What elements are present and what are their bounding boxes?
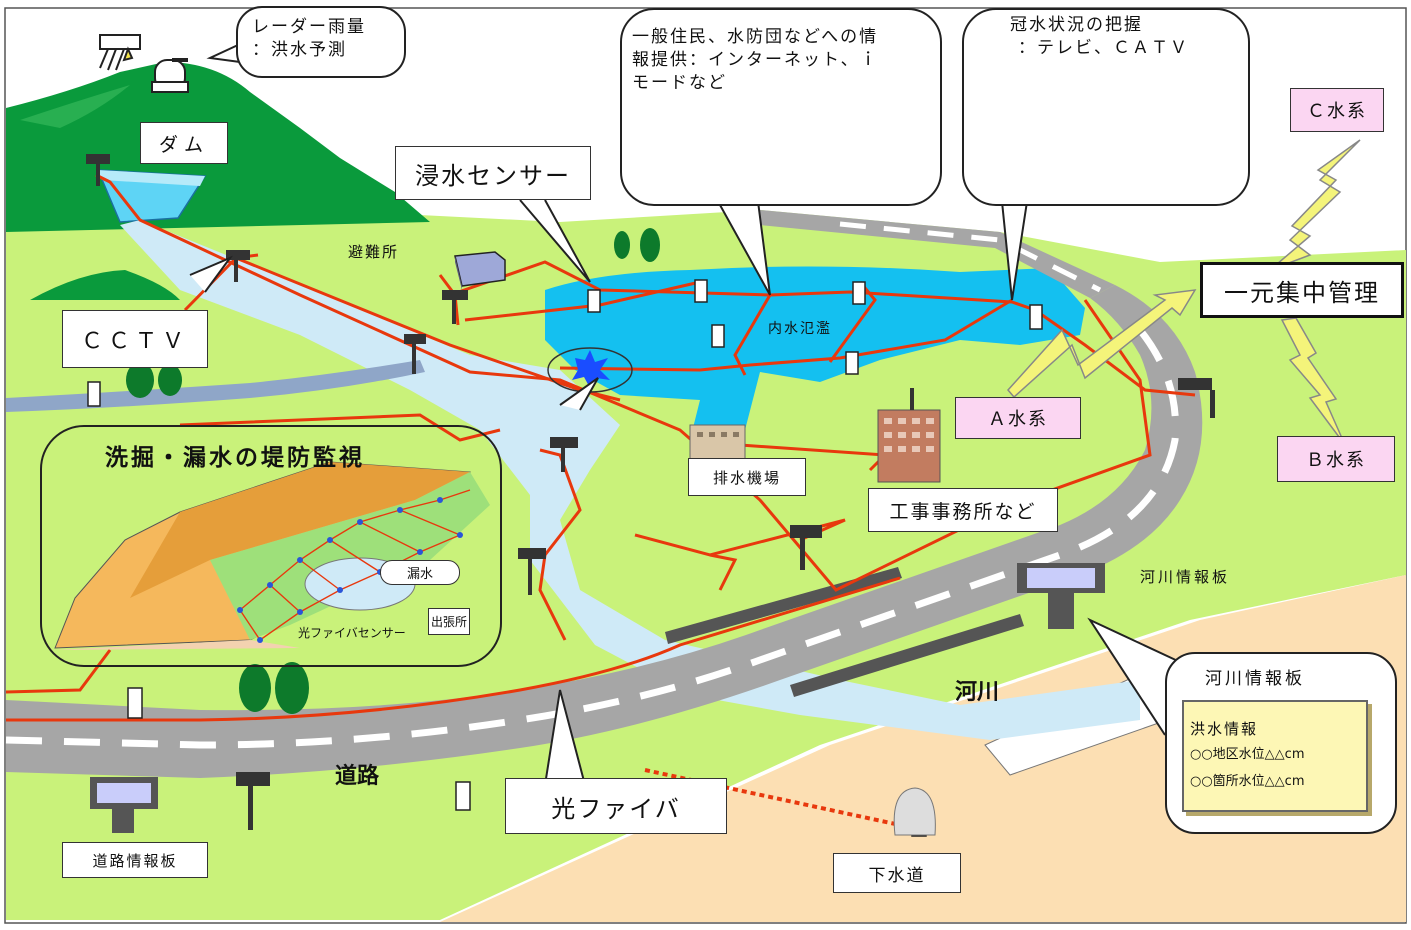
rain-gauge-icon (99, 34, 141, 71)
wireless-links (1007, 139, 1361, 446)
river-info-panel: 洪水情報 ○○地区水位△△cm ○○箇所水位△△cm (1182, 700, 1368, 812)
river-panel-title: 河川情報板 (1205, 669, 1305, 689)
system-a-box[interactable]: Ａ水系 (955, 397, 1081, 439)
levee-bubble (40, 425, 502, 667)
flood-status-label: 冠水状況の把握 ：テレビ、ＣＡＴＶ (1010, 14, 1189, 60)
flood-status-line2: ：テレビ、ＣＡＴＶ (1018, 38, 1189, 58)
inland-flood-area (545, 266, 1085, 465)
flood-info-heading: 洪水情報 (1190, 720, 1259, 738)
levee-cross-section-image (54, 461, 490, 650)
road (6, 285, 1203, 778)
branch-office-label: 出張所 (428, 608, 471, 635)
river-info-board-icon (1017, 563, 1105, 629)
sewer-label: 下水道 (833, 853, 961, 893)
info-line2: 報提供：インターネット、ｉ (632, 50, 879, 70)
river (120, 220, 1140, 740)
dam-label: ダム (140, 122, 228, 164)
central-management-box[interactable]: 一元集中管理 (1200, 262, 1404, 318)
pump-station-label: 排水機場 (688, 458, 806, 496)
radar-bubble (236, 6, 406, 78)
panel-line2: ○○箇所水位△△cm (1190, 774, 1305, 789)
trees (126, 228, 660, 714)
road-label: 道路 (335, 764, 380, 789)
cctv-label: ＣＣＴＶ (62, 310, 208, 368)
road-upper (760, 210, 1115, 298)
immersion-sensor-label: 浸水センサー (395, 146, 591, 200)
shelter-label: 避難所 (348, 243, 400, 261)
road-info-board-icon (90, 777, 158, 833)
system-c-box[interactable]: Ｃ水系 (1290, 88, 1384, 132)
panel-line1: ○○地区水位△△cm (1190, 747, 1305, 762)
river-info-board-label: 河川情報板 (1140, 568, 1231, 586)
levee-monitoring-title: 洗掘・漏水の堤防監視 (105, 445, 365, 471)
info-line1: 一般住民、水防団などへの情 (632, 27, 879, 47)
radar-icon (151, 58, 189, 93)
construction-office-label: 工事事務所など (868, 488, 1058, 532)
radar-label: レーダー雨量 ：洪水予測 (252, 16, 366, 62)
office-building-icon (877, 388, 941, 483)
info-provision-bubble (620, 8, 942, 206)
optical-fiber-label: 光ファイバ (505, 778, 727, 834)
flood-status-line1: 冠水状況の把握 (1010, 15, 1143, 35)
leak-label: 漏水 (380, 560, 461, 585)
info-line3: モードなど (632, 73, 727, 93)
fiber-sensor-label: 光ファイバセンサー (298, 626, 406, 640)
road-info-board-label: 道路情報板 (62, 842, 208, 878)
info-provision-label: 一般住民、水防団などへの情 報提供：インターネット、ｉ モードなど (632, 26, 879, 95)
shelter-building-icon (454, 251, 506, 290)
radar-label-line1: レーダー雨量 (252, 17, 366, 37)
leak-burst-icon (572, 350, 610, 388)
bridge (790, 614, 1024, 697)
cctv-camera-icon (86, 154, 1215, 830)
river-label: 河川 (955, 680, 1000, 705)
flood-status-bubble (962, 8, 1250, 206)
system-b-box[interactable]: Ｂ水系 (1277, 436, 1395, 482)
inland-flood-label: 内水氾濫 (768, 321, 832, 337)
radar-label-line2: ：洪水予測 (252, 40, 347, 60)
